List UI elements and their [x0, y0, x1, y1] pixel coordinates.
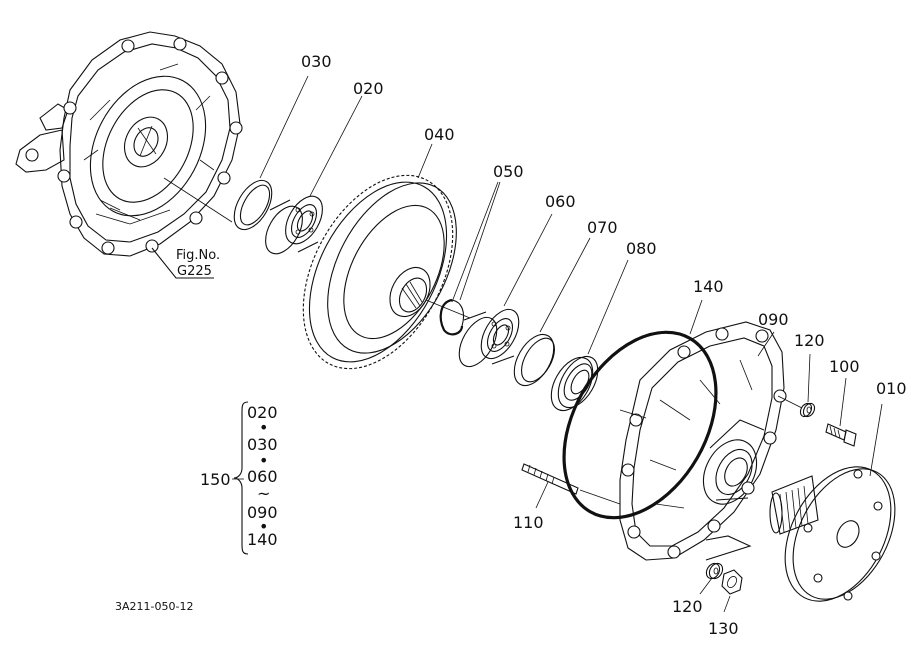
part-label-050: 050 — [493, 162, 524, 181]
leader-060 — [503, 213, 553, 307]
leader-050 — [451, 181, 501, 303]
kit-member-140: 140 — [247, 530, 278, 549]
leader-090 — [757, 331, 775, 357]
kit-separator-4: • — [259, 517, 268, 536]
drawing-code: 3A211-050-12 — [115, 600, 193, 613]
snap-ring-030 — [233, 179, 273, 231]
leader-010 — [869, 403, 883, 477]
kit-separator-2: • — [259, 451, 268, 470]
axis-line — [425, 299, 471, 319]
kit-separator-3: ~ — [257, 484, 270, 503]
leader-030 — [259, 75, 309, 179]
part-label-120-lower: 120 — [672, 597, 703, 616]
bearing-060 — [458, 308, 520, 368]
figure-ref-line1: Fig.No. — [176, 248, 220, 263]
housing-leader — [163, 177, 233, 223]
washer-axis-upper — [777, 395, 803, 409]
kit-separator-1: • — [259, 418, 268, 437]
kit-member-020: 020 — [247, 403, 278, 422]
leader-120-lower — [699, 577, 713, 595]
transmission-housing — [15, 31, 243, 257]
part-label-120-upper: 120 — [794, 331, 825, 350]
stud-axis-line — [579, 489, 621, 505]
leader-070 — [539, 237, 591, 333]
part-label-060: 060 — [545, 192, 576, 211]
kit-bracket — [233, 401, 249, 555]
nut-130 — [721, 569, 743, 595]
leader-080 — [587, 259, 629, 355]
kit-member-060: 060 — [247, 467, 278, 486]
part-label-130: 130 — [708, 619, 739, 638]
axle-flange-010 — [769, 466, 896, 602]
part-label-090: 090 — [758, 310, 789, 329]
stud-bolt-110 — [521, 463, 579, 495]
part-label-020: 020 — [353, 79, 384, 98]
leader-110 — [535, 481, 549, 509]
figure-ref-leader — [151, 247, 214, 279]
collar-070 — [513, 333, 556, 387]
washer-120-lower — [705, 562, 724, 580]
leader-130 — [723, 595, 731, 613]
leader-120-upper — [807, 353, 811, 403]
part-label-030: 030 — [301, 52, 332, 71]
part-label-140: 140 — [693, 277, 724, 296]
part-label-080: 080 — [626, 239, 657, 258]
leader-100 — [839, 377, 847, 427]
part-label-110: 110 — [513, 513, 544, 532]
kit-number: 150 — [200, 470, 231, 489]
part-label-100: 100 — [829, 357, 860, 376]
axle-cover-090 — [619, 321, 787, 561]
part-label-070: 070 — [587, 218, 618, 237]
part-label-040: 040 — [424, 125, 455, 144]
part-label-010: 010 — [876, 379, 907, 398]
washer-120-upper — [799, 402, 816, 418]
kit-member-090: 090 — [247, 503, 278, 522]
kit-member-030: 030 — [247, 435, 278, 454]
leader-140 — [689, 299, 703, 335]
bearing-020 — [265, 195, 323, 255]
ring-gear-040 — [302, 174, 457, 370]
bolt-100 — [825, 423, 857, 447]
figure-ref-line2: G225 — [177, 264, 212, 279]
snap-ring-050 — [439, 298, 465, 336]
cover-axis-line — [619, 409, 647, 419]
leader-040 — [417, 143, 433, 179]
o-ring-140 — [562, 330, 718, 520]
leader-020 — [309, 95, 363, 197]
